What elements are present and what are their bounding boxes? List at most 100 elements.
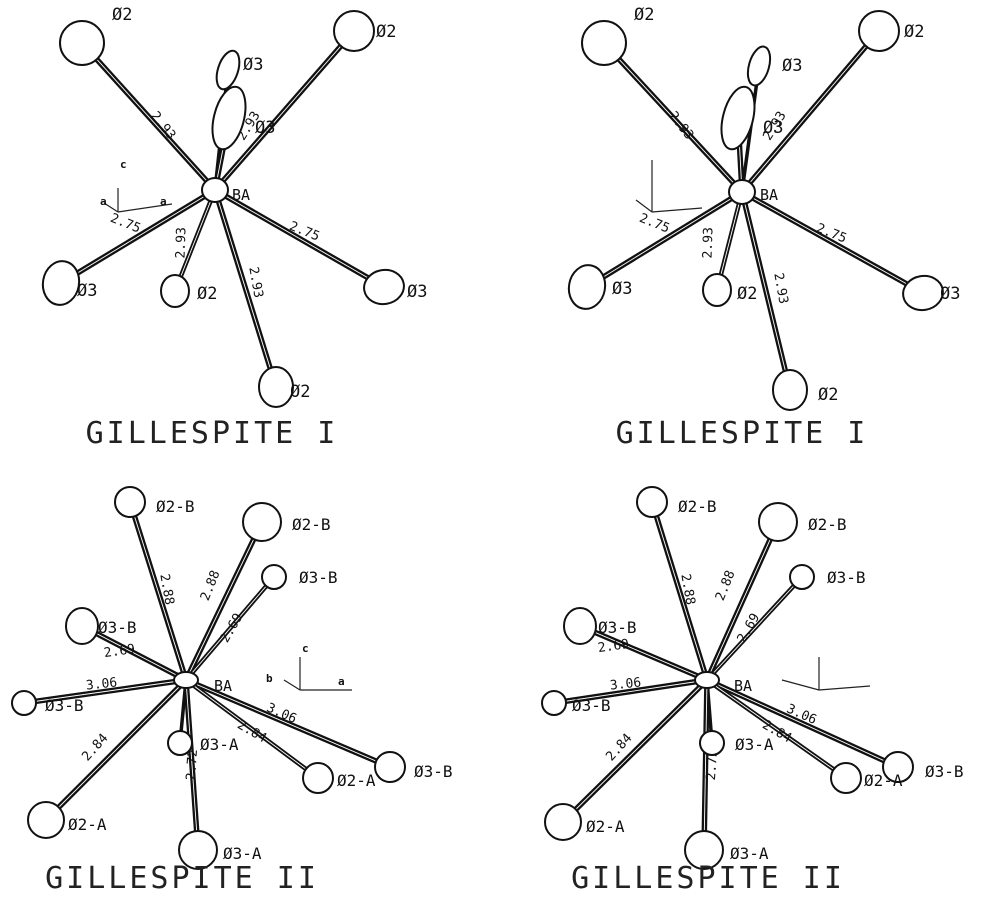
atom-label: Ø3 [407,282,427,302]
atom-label: Ø2-B [808,515,847,534]
atom-label: Ø3 [782,56,802,76]
atom-label: Ø2-B [156,497,195,516]
atom-label: Ø3-B [414,762,453,781]
bond-distance-label: 2.93 [770,272,790,305]
bond-distance-label: 2.88 [156,573,176,606]
axis-label: a [160,195,167,208]
atom-label: Ø2-B [678,497,717,516]
atom-o3-b [374,751,406,783]
bond-core [185,679,391,768]
atom-o3-a [167,730,193,756]
atom-ba-center [728,179,756,205]
atom-label: Ø2 [290,382,310,402]
atom-label: Ø3-A [735,735,774,754]
axis-label: a [338,675,345,688]
atom-o3-b [882,751,914,783]
bond-core [651,501,708,681]
atom-label: Ø3-B [45,696,84,715]
atom-o3 [211,85,247,151]
axis-label: c [302,642,309,655]
atom-label: Ø2 [737,284,757,304]
bond-core [45,679,187,821]
bond-distance-label: 2.75 [637,211,672,237]
panel-2: 2.932.752.932.752.932.752.93Ø2Ø3Ø3Ø2Ø3Ø2… [567,5,960,451]
center-atom-label: BA [214,677,232,695]
axis-label: a [100,195,107,208]
center-atom-label: BA [760,186,778,204]
axis-line [635,199,653,213]
atom-label: Ø3 [940,284,960,304]
bond-distance-label: 2.88 [677,573,697,606]
bond-core [23,679,187,704]
atom-label: Ø3-B [598,618,637,637]
atom-o2-b [636,486,668,518]
axes-indicator [635,160,703,213]
atom-label: Ø3 [255,118,275,138]
atom-label: Ø3-B [572,696,611,715]
bond-distance-label: 3.06 [85,675,118,693]
bonds: 2.932.752.932.752.932.752.93 [584,28,926,393]
atom-label: Ø2 [376,22,396,42]
atom-label: Ø2 [904,22,924,42]
bond-core [706,679,847,779]
atom-label: Ø3 [243,55,263,75]
atom-o2-b [758,502,798,542]
axis-line [117,203,173,213]
bond-core [129,501,187,681]
bond-core [741,191,924,294]
bond-core [185,521,263,681]
bond-core [741,191,791,391]
atom-o2 [160,274,190,308]
bond-distance-label: 2.69 [218,611,247,646]
center-atom-label: BA [232,186,250,204]
atom-o3-b [65,607,99,645]
axes-indicator [781,657,871,691]
atom-label: Ø2 [112,5,132,25]
atom-o2-b [114,486,146,518]
bond-core [562,679,708,823]
atom-o3 [720,85,756,151]
axis-label: c [120,158,127,171]
atom-label: Ø2-A [337,771,376,790]
atom-o3-a [699,730,725,756]
panel-title: GILLESPITE I [86,416,339,451]
axis-line [651,207,703,213]
bond-distance-label: 2.69 [597,637,630,656]
bond-distance-label: 2.69 [103,642,136,661]
bond-distance-label: 2.88 [198,568,224,603]
atom-label: Ø2-A [586,817,625,836]
bond-core [553,679,708,704]
atom-o2 [772,369,808,411]
bond-distance-label: 2.88 [713,568,739,603]
bond-core [60,189,216,284]
bond-distance-label: 2.69 [735,611,764,646]
atom-o2 [581,20,627,66]
atom-label: Ø3-B [827,568,866,587]
atom-o2-b [242,502,282,542]
atom-o3 [215,49,241,91]
atom-ba-center [694,671,720,689]
atom-label: Ø2 [634,5,654,25]
atom-o3-b [563,607,597,645]
atom-o3 [902,274,944,312]
bond-core [706,576,803,681]
axis-line [781,679,820,691]
atom-o3 [363,268,405,306]
bond-distance-label: 2.93 [245,266,265,299]
bond-distance-label: 2.93 [173,227,189,259]
bond-core [214,189,277,388]
bond-core [185,576,275,681]
bond-core [586,191,743,288]
atom-o2-a [27,801,65,839]
atom-o3-a [178,830,218,870]
atom-label: Ø2 [197,284,217,304]
atom-ba-center [201,177,229,203]
atom-o2 [702,273,732,307]
atom-label: Ø2-A [68,815,107,834]
atom-ba-center [173,671,199,689]
